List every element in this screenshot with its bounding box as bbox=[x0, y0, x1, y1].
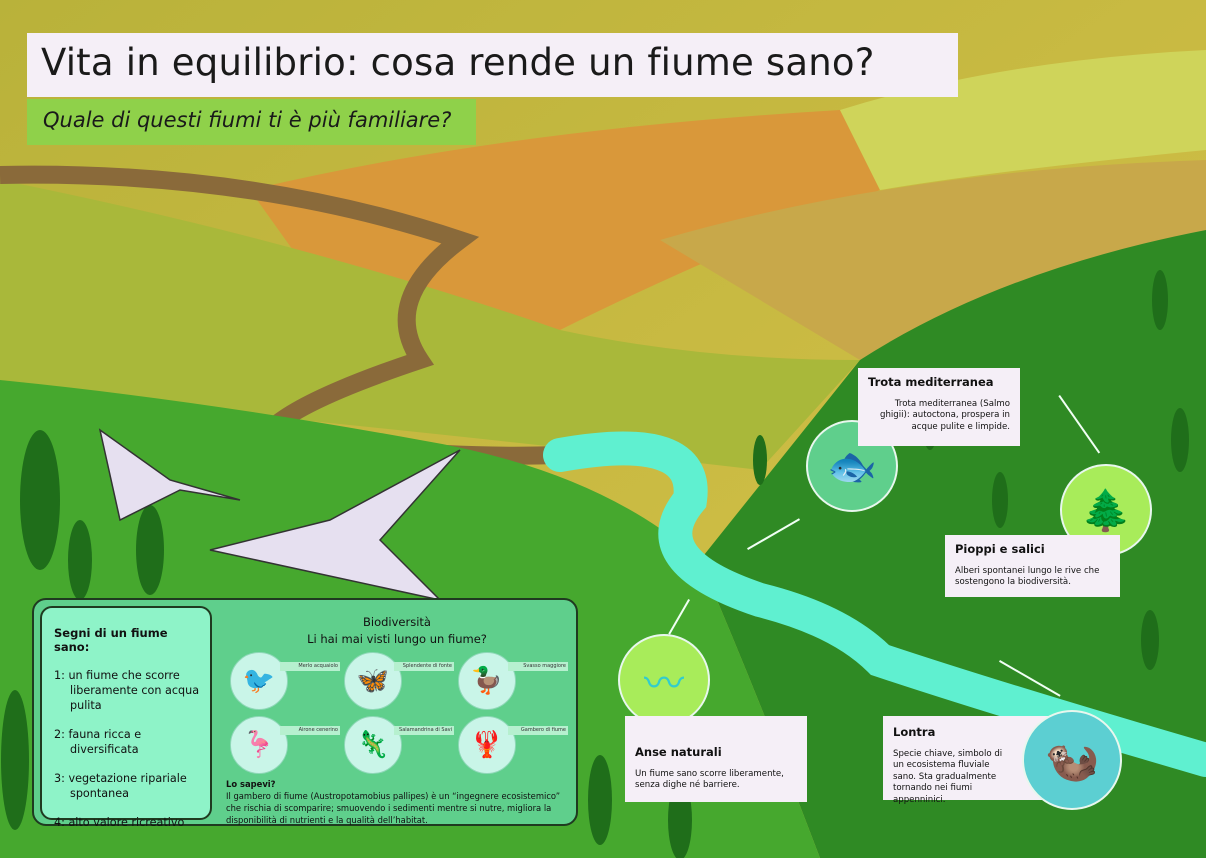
dipper-bird-icon: 🐦 bbox=[230, 652, 288, 710]
pasture bbox=[660, 160, 1206, 360]
clean-river bbox=[543, 431, 1206, 777]
page-title: Vita in equilibrio: cosa rende un fiume … bbox=[41, 41, 875, 84]
callout-text: Trota mediterranea (Salmo ghigii): autoc… bbox=[879, 398, 1010, 432]
grebe-icon: 🦆 bbox=[458, 652, 516, 710]
orange-field bbox=[250, 110, 880, 330]
animal-card: 🦎Salamandrina di Savi bbox=[344, 716, 464, 776]
animal-card: 🦩Airone cenerino bbox=[230, 716, 350, 776]
callout-anse: Anse naturali Un fiume sano scorre liber… bbox=[625, 716, 807, 802]
animal-label: Gambero di fiume bbox=[508, 726, 568, 735]
animal-card: 🐦Merlo acquaiolo bbox=[230, 652, 350, 712]
page-subtitle: Quale di questi fiumi ti è più familiare… bbox=[27, 99, 476, 145]
callout-text: Alberi spontanei lungo le rive che soste… bbox=[955, 565, 1100, 588]
callout-text: Specie chiave, simbolo di un ecosistema … bbox=[893, 748, 1003, 805]
biodiversity-question: Li hai mai visti lungo un fiume? bbox=[307, 632, 487, 646]
striped-field bbox=[840, 50, 1206, 190]
callout-title: Pioppi e salici bbox=[955, 542, 1045, 556]
sign-item: 1: un fiume che scorre liberamente con a… bbox=[54, 669, 200, 712]
signs-heading: Segni di un fiume sano: bbox=[54, 626, 168, 654]
sign-item: 3: vegetazione ripariale spontanea bbox=[54, 772, 187, 800]
crayfish-icon: 🦞 bbox=[458, 716, 516, 774]
callout-text: Un fiume sano scorre liberamente, senza … bbox=[635, 768, 784, 791]
animal-label: Salamandrina di Savi bbox=[394, 726, 454, 735]
callout-pioppi: Pioppi e salici Alberi spontanei lungo l… bbox=[945, 535, 1120, 597]
callout-title: Trota mediterranea bbox=[868, 375, 994, 389]
title-banner: Vita in equilibrio: cosa rende un fiume … bbox=[27, 33, 958, 97]
salamander-icon: 🦎 bbox=[344, 716, 402, 774]
animal-card: 🦋Splendente di fonte bbox=[344, 652, 464, 712]
healthy-river-signs: Segni di un fiume sano: 1: un fiume che … bbox=[40, 606, 212, 829]
info-panel: Segni di un fiume sano: 1: un fiume che … bbox=[32, 598, 580, 829]
heron-icon: 🦩 bbox=[230, 716, 288, 774]
river-meanders-icon: 〰 bbox=[618, 634, 710, 726]
sign-item: 2: fauna ricca e diversificata bbox=[54, 728, 142, 756]
callout-trota: Trota mediterranea Trota mediterranea (S… bbox=[858, 368, 1020, 446]
meadow-slope bbox=[0, 180, 860, 470]
animal-label: Splendente di fonte bbox=[394, 662, 454, 671]
biodiversity-heading: Biodiversità Li hai mai visti lungo un f… bbox=[214, 614, 580, 648]
did-you-know: Lo sapevi? Il gambero di fiume (Austropo… bbox=[226, 778, 576, 826]
animal-label: Airone cenerino bbox=[280, 726, 340, 735]
animal-label: Svasso maggiore bbox=[508, 662, 568, 671]
otter-icon: 🦦 bbox=[1022, 710, 1122, 810]
heron-birds bbox=[98, 428, 461, 602]
biodiversity-title: Biodiversità bbox=[363, 615, 431, 629]
fact-text: Il gambero di fiume (Austropotamobius pa… bbox=[226, 791, 561, 825]
callout-title: Lontra bbox=[893, 725, 936, 739]
callout-title: Anse naturali bbox=[635, 745, 722, 759]
animal-card: 🦞Gambero di fiume bbox=[458, 716, 578, 776]
sign-item: 4: alto valore ricreativo bbox=[54, 816, 185, 829]
animal-label: Merlo acquaiolo bbox=[280, 662, 340, 671]
animal-card: 🦆Svasso maggiore bbox=[458, 652, 578, 712]
fact-heading: Lo sapevi? bbox=[226, 779, 276, 789]
damselfly-icon: 🦋 bbox=[344, 652, 402, 710]
